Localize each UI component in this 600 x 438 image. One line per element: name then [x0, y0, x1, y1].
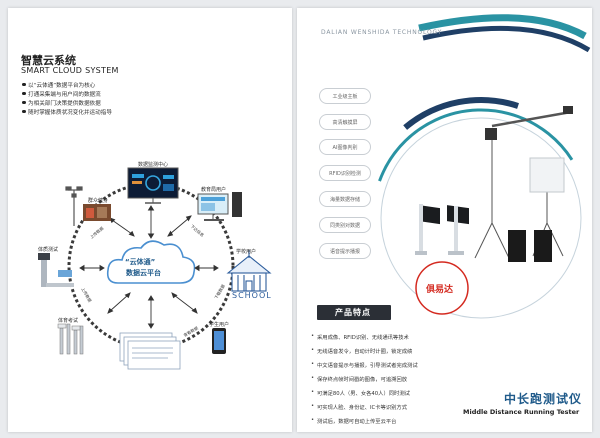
brand-line: DALIAN WENSHIDA TECHNOLOGY	[321, 29, 443, 36]
school-icon	[226, 250, 272, 292]
battery-2	[534, 230, 552, 262]
camera-pole-icon	[65, 186, 83, 226]
school-sign: SCHOOL	[232, 291, 272, 300]
feature-pill-2: 高清触摸屏	[319, 114, 371, 130]
bullet-3: 为相关部门决策提供数据依据	[22, 100, 101, 107]
brand-logo: 俱易达	[426, 285, 454, 295]
feature-pill-3: AI图像判别	[319, 139, 371, 155]
rfid-panel	[529, 157, 565, 193]
arrows	[79, 205, 219, 329]
product-title-cn: 中长跑测试仪	[504, 392, 583, 406]
system-title-en: SMART CLOUD SYSTEM	[21, 66, 119, 75]
node-student-user: 学生用户	[209, 322, 230, 328]
computer-icon	[197, 192, 242, 221]
feature-5: 可满足80人（男、女各40人）同时测试	[311, 389, 410, 397]
node-fitness: 群众健身	[88, 198, 109, 204]
logo-ring	[415, 261, 469, 315]
feature-6: 可实现人脸、身份证、IC卡等识别方式	[311, 403, 407, 411]
terminal-screens	[415, 204, 469, 255]
left-page: 智慧云系统 SMART CLOUD SYSTEM 以“云体通”数据平台为核心 打…	[8, 8, 292, 432]
cloud-icon	[106, 240, 196, 284]
feature-pill-7: 语音提示播报	[319, 243, 371, 259]
bullet-1: 以“云体通”数据平台为核心	[21, 82, 96, 89]
feature-7: 测试后，数据可自动上传至云平台	[311, 417, 397, 425]
right-page: DALIAN WENSHIDA TECHNOLOGY 工业级主板 高清触摸屏 A…	[297, 8, 592, 432]
feature-4: 保存终点帧时间戳的图像，可追溯回放	[311, 375, 407, 383]
feature-pill-4: RFID识别检测	[319, 165, 371, 181]
cloud-diagram	[38, 167, 272, 370]
cloud-label-2: 数据云平台	[126, 269, 161, 277]
section-title-box: 产品特点	[317, 305, 391, 320]
cloud-label-1: “云体通”	[125, 258, 156, 266]
feature-pill-1: 工业级主板	[319, 88, 371, 104]
node-school-user: 学校用户	[236, 249, 257, 255]
system-title-cn: 智慧云系统	[21, 54, 76, 67]
node-edu-user: 教育局用户	[201, 187, 227, 193]
bullet-4: 随时掌握体质状况变化并运动指导	[22, 109, 112, 116]
node-monitor-center: 数据监测中心	[138, 162, 169, 168]
tripod-stands	[474, 110, 572, 259]
section-title: 产品特点	[335, 308, 371, 317]
arc-decoration	[360, 8, 592, 339]
monitor-center-icon	[127, 167, 179, 204]
physical-test-device-icon	[38, 253, 74, 287]
sports-exam-device-icon	[57, 323, 84, 355]
feature-3: 中文语音提示与播报，引导测试者完成测试	[311, 361, 418, 369]
report-documents	[119, 332, 181, 370]
fitness-photo	[83, 204, 111, 221]
camera-head	[485, 128, 497, 140]
battery-1	[508, 230, 526, 262]
feature-1: 采用成像、RFID识别、无线通讯等技术	[311, 333, 409, 341]
product-title-en: Middle Distance Running Tester	[463, 408, 580, 416]
feature-2: 无线语音发令，自动计时计圈，锁定成绩	[311, 347, 412, 355]
node-physical-test: 体质测试	[38, 247, 59, 253]
feature-pill-6: 同类别对数据	[319, 217, 371, 233]
feature-pill-5: 海量数据存储	[319, 191, 371, 207]
bullet-2: 打通采集端与用户间的数据流	[22, 91, 101, 98]
phone-icon	[212, 328, 226, 354]
node-sports-exam: 体育考试	[58, 318, 79, 324]
